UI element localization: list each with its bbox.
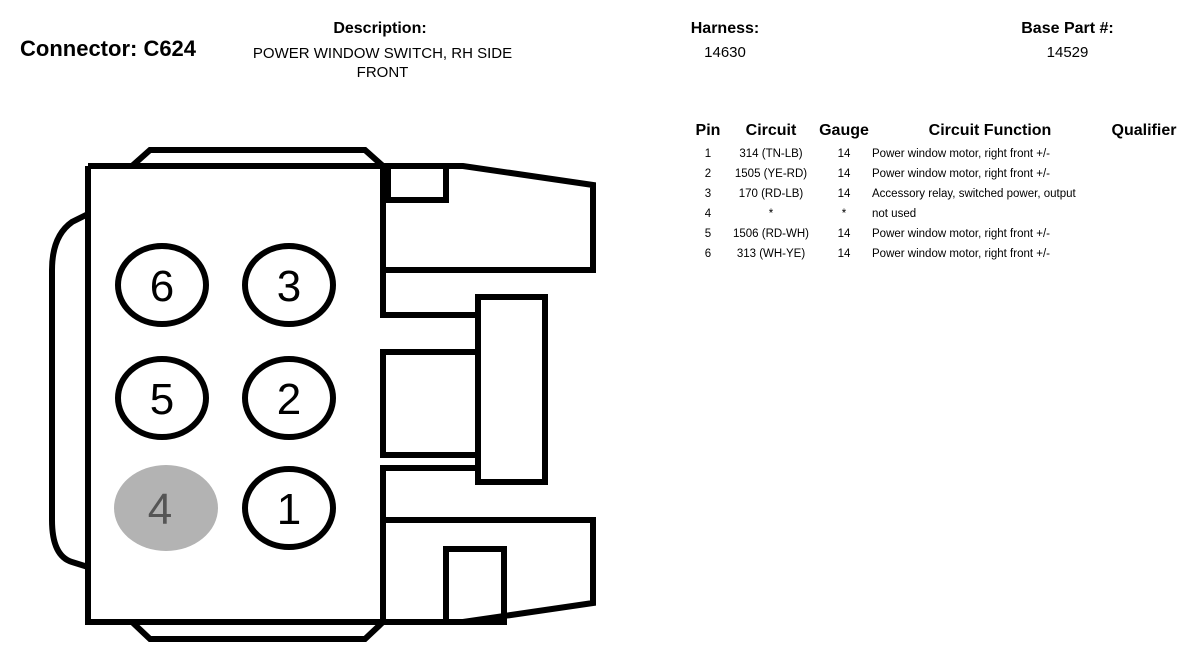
cell-circuit: 1506 (RD-WH)	[732, 228, 810, 240]
cell-function: Power window motor, right front +/-	[872, 248, 1051, 260]
cavity-2-circle	[242, 356, 336, 440]
description-line-2: FRONT	[356, 64, 409, 81]
cell-pin: 5	[704, 228, 712, 240]
pin-table-header-row: Pin Circuit Gauge Circuit Function Quali…	[690, 122, 1180, 144]
cavity-6-label: 6	[150, 262, 174, 311]
cell-circuit: 170 (RD-LB)	[738, 188, 804, 200]
cell-gauge: 14	[837, 228, 851, 240]
cell-circuit: 313 (WH-YE)	[736, 248, 806, 260]
description-heading: Description:	[333, 20, 427, 37]
cell-circuit: *	[768, 208, 774, 220]
header-pin: Pin	[695, 122, 721, 139]
base-part-heading: Base Part #:	[1021, 20, 1114, 37]
connector-housing-outline	[85, 163, 596, 625]
connector-middle-block	[380, 349, 481, 458]
cavity-1-label: 1	[277, 485, 301, 534]
cell-gauge: 14	[837, 248, 851, 260]
cell-gauge: 14	[837, 188, 851, 200]
cavity-5-circle	[115, 356, 209, 440]
cavity-pin-1: 1	[242, 466, 336, 550]
connector-lower-slot	[380, 465, 478, 520]
header-circuit-function: Circuit Function	[928, 122, 1052, 139]
table-row: 2 1505 (YE-RD) 14 Power window motor, ri…	[690, 164, 1180, 184]
header-circuit: Circuit	[745, 122, 797, 139]
cell-pin: 2	[704, 168, 712, 180]
harness-heading: Harness:	[690, 20, 760, 37]
cell-gauge: 14	[837, 168, 851, 180]
cell-function: Power window motor, right front +/-	[872, 148, 1051, 160]
cavity-pin-4: 4	[114, 465, 218, 551]
cavity-4-label: 4	[148, 485, 172, 534]
cavity-5-label: 5	[150, 375, 174, 424]
cavity-pin-5: 5	[115, 356, 209, 440]
cell-function: Accessory relay, switched power, output	[872, 188, 1076, 200]
cell-function: not used	[872, 208, 917, 220]
cavity-3-label: 3	[277, 262, 301, 311]
cavity-pin-6: 6	[115, 243, 209, 327]
cell-pin: 3	[704, 188, 712, 200]
cell-function: Power window motor, right front +/-	[872, 168, 1051, 180]
connector-bottom-tab	[443, 546, 507, 625]
connector-top-flange	[130, 147, 385, 169]
harness-value: 14630	[704, 44, 746, 61]
cavity-3-circle	[242, 243, 336, 327]
connector-title: Connector: C624	[20, 36, 197, 61]
cell-function: Power window motor, right front +/-	[872, 228, 1051, 240]
description-value: POWER WINDOW SWITCH, RH SIDE FRONT	[230, 44, 535, 82]
cavity-4-circle	[114, 465, 218, 551]
cavity-pin-2: 2	[242, 356, 336, 440]
cell-circuit: 314 (TN-LB)	[739, 148, 803, 160]
cavity-pin-3: 3	[242, 243, 336, 327]
cavity-1-circle	[242, 466, 336, 550]
cell-gauge: 14	[837, 148, 851, 160]
cavity-2-label: 2	[277, 375, 301, 424]
connector-top-tab	[385, 163, 449, 203]
table-row: 3 170 (RD-LB) 14 Accessory relay, switch…	[690, 184, 1180, 204]
table-row: 6 313 (WH-YE) 14 Power window motor, rig…	[690, 244, 1180, 264]
cell-pin: 1	[704, 148, 712, 160]
connector-upper-slot	[380, 240, 478, 318]
cell-circuit: 1505 (YE-RD)	[734, 168, 808, 180]
connector-lock-bar	[475, 294, 548, 485]
header-qualifier: Qualifier	[1111, 122, 1177, 139]
cavity-6-circle	[115, 243, 209, 327]
base-part-value: 14529	[1046, 44, 1089, 61]
cell-pin: 6	[704, 248, 712, 260]
table-row: 1 314 (TN-LB) 14 Power window motor, rig…	[690, 144, 1180, 164]
description-line-1: POWER WINDOW SWITCH, RH SIDE	[252, 45, 513, 62]
connector-bottom-flange	[129, 619, 386, 642]
table-row: 5 1506 (RD-WH) 14 Power window motor, ri…	[690, 224, 1180, 244]
cell-gauge: *	[841, 208, 847, 220]
table-row: 4 * * not used	[690, 204, 1180, 224]
pin-table: Pin Circuit Gauge Circuit Function Quali…	[690, 122, 1180, 264]
connector-left-latch	[49, 211, 90, 570]
header-gauge: Gauge	[819, 122, 869, 139]
cell-pin: 4	[704, 208, 712, 220]
